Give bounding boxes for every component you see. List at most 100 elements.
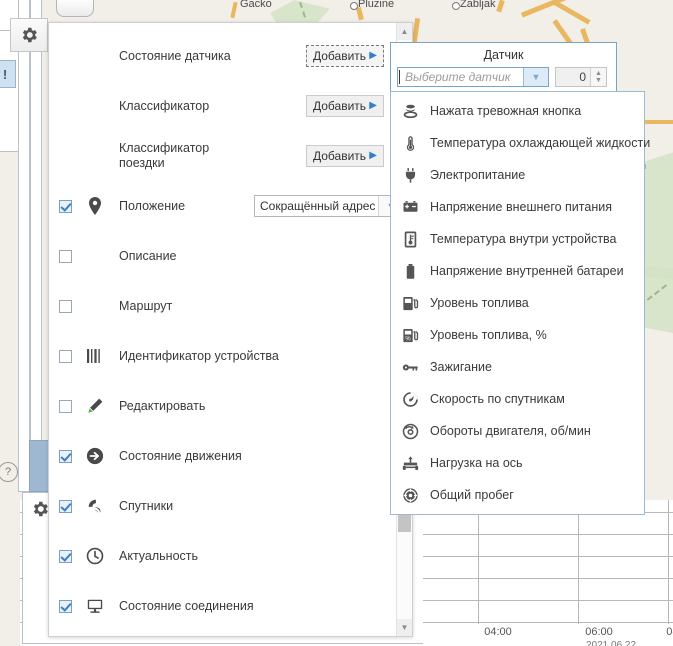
row-checkbox-edit[interactable] xyxy=(59,399,72,413)
sensor-dialog: Датчик Выберите датчик ▼ 0 ▲ ▼ xyxy=(390,42,617,92)
row-label: Редактировать xyxy=(119,398,206,413)
row-label: Спутники xyxy=(119,498,174,513)
row-satellites[interactable]: Спутники xyxy=(49,481,397,531)
gear-icon xyxy=(19,25,39,45)
add-classifier-button[interactable]: Добавить ▶ xyxy=(306,95,384,117)
sensor-option-internal-battery[interactable]: Напряжение внутренней батареи xyxy=(391,255,644,287)
sensor-spinner-value: 0 xyxy=(579,70,586,84)
row-device-id[interactable]: Идентификатор устройства xyxy=(49,331,397,381)
sensor-select-input[interactable]: Выберите датчик ▼ xyxy=(397,67,549,87)
spinner-up-icon[interactable]: ▲ xyxy=(595,70,602,77)
chart-x-tick: 08:00 xyxy=(666,626,673,638)
scroll-up-arrow-icon[interactable]: ▲ xyxy=(397,23,412,40)
map-city-dot xyxy=(452,2,460,10)
row-sensor-state[interactable]: Состояние датчика Добавить ▶ xyxy=(49,31,397,81)
sensor-option-label: Электропитание xyxy=(430,168,526,182)
key-icon xyxy=(399,359,421,376)
map-road xyxy=(553,0,591,25)
sensor-option-label: Уровень топлива xyxy=(430,296,529,310)
spinner-buttons[interactable]: ▲ ▼ xyxy=(590,68,606,86)
odometer-icon xyxy=(399,487,421,504)
map-city-label: Zabljak xyxy=(460,0,496,10)
row-label: Состояние датчика xyxy=(119,48,231,63)
map-settings-gear-button[interactable] xyxy=(10,18,48,52)
chart-x-tick: 06:00 xyxy=(585,626,613,638)
row-actuality[interactable]: Актуальность xyxy=(49,531,397,581)
column-settings-panel: Состояние датчика Добавить ▶ Классификат… xyxy=(48,22,413,637)
sensor-option-engine-rpm[interactable]: Обороты двигателя, об/мин xyxy=(391,415,644,447)
sensor-option-ignition[interactable]: Зажигание xyxy=(391,351,644,383)
sensor-option-device-temp[interactable]: Температура внутри устройства xyxy=(391,223,644,255)
map-road xyxy=(230,1,238,19)
position-format-select[interactable]: Сокращённый адрес ▼ xyxy=(254,195,397,217)
row-commands[interactable]: Команды xyxy=(49,631,397,636)
alert-icon[interactable]: ! xyxy=(0,60,16,88)
row-checkbox-motion-state[interactable] xyxy=(59,449,72,463)
chart-gridline-v xyxy=(478,500,479,624)
row-connection-state[interactable]: Состояние соединения xyxy=(49,581,397,631)
row-route[interactable]: Маршрут xyxy=(49,281,397,331)
row-label: Маршрут xyxy=(119,298,173,313)
gear-icon xyxy=(30,499,50,519)
barcode-icon xyxy=(83,348,107,364)
sensor-option-alarm-button[interactable]: Нажата тревожная кнопка xyxy=(391,95,644,127)
row-label: Идентификатор устройства xyxy=(119,348,279,363)
sensor-option-label: Общий пробег xyxy=(430,488,514,502)
triangle-right-icon: ▶ xyxy=(369,100,377,111)
sensor-option-fuel-level[interactable]: Уровень топлива xyxy=(391,287,644,319)
add-sensor-state-button[interactable]: Добавить ▶ xyxy=(306,45,384,67)
sensor-option-label: Обороты двигателя, об/мин xyxy=(430,424,591,438)
chevron-down-icon[interactable]: ▼ xyxy=(523,68,548,86)
scroll-down-arrow-icon[interactable]: ▼ xyxy=(397,619,412,636)
row-classifier[interactable]: Классификатор Добавить ▶ xyxy=(49,81,397,131)
chart-settings-gear-button[interactable] xyxy=(24,494,56,524)
help-icon[interactable]: ? xyxy=(0,462,18,482)
sensor-option-label: Зажигание xyxy=(430,360,492,374)
spinner-down-icon[interactable]: ▼ xyxy=(595,77,602,84)
row-edit[interactable]: Редактировать xyxy=(49,381,397,431)
sensor-option-power-supply[interactable]: Электропитание xyxy=(391,159,644,191)
add-trip-classifier-button[interactable]: Добавить ▶ xyxy=(306,145,384,167)
fuel-pump-icon xyxy=(399,295,421,312)
pin-icon xyxy=(83,197,107,215)
row-checkbox-device-id[interactable] xyxy=(59,349,72,363)
map-zoom-handle[interactable] xyxy=(56,0,94,17)
sensor-option-fuel-level-percent[interactable]: % Уровень топлива, % xyxy=(391,319,644,351)
map-city-label: Pluzine xyxy=(358,0,395,10)
sensor-dialog-title: Датчик xyxy=(483,48,524,62)
triangle-right-icon: ▶ xyxy=(369,50,377,61)
row-motion-state[interactable]: Состояние движения xyxy=(49,431,397,481)
row-control: Добавить ▶ xyxy=(306,45,384,67)
row-label: Классификатор xyxy=(119,98,210,113)
sensor-option-axle-load[interactable]: Нагрузка на ось xyxy=(391,447,644,479)
row-position[interactable]: Положение Сокращённый адрес ▼ xyxy=(49,181,397,231)
row-checkbox-connection-state[interactable] xyxy=(59,599,72,613)
row-checkbox-route[interactable] xyxy=(59,299,72,313)
row-label: Актуальность xyxy=(119,548,199,563)
row-checkbox-actuality[interactable] xyxy=(59,549,72,563)
pencil-icon xyxy=(83,397,107,415)
sensor-option-odometer[interactable]: Общий пробег xyxy=(391,479,644,511)
row-control: Сокращённый адрес ▼ xyxy=(254,195,397,217)
sensor-options-dropdown[interactable]: Нажата тревожная кнопка Температура охла… xyxy=(390,91,650,515)
alarm-button-icon xyxy=(399,103,421,120)
map-city-label: Gacko xyxy=(240,0,272,10)
sensor-value-spinner[interactable]: 0 ▲ ▼ xyxy=(555,67,607,87)
row-checkbox-description[interactable] xyxy=(59,249,72,263)
triangle-right-icon: ▶ xyxy=(369,150,377,161)
sensor-option-label: Скорость по спутникам xyxy=(430,392,565,406)
clock-icon xyxy=(83,547,107,565)
sensor-option-coolant-temp[interactable]: Температура охлаждающей жидкости xyxy=(391,127,650,159)
sensor-option-label: Нажата тревожная кнопка xyxy=(430,104,582,118)
row-trip-classifier[interactable]: Классификатор поездки Добавить ▶ xyxy=(49,131,397,181)
sensor-option-external-voltage[interactable]: Напряжение внешнего питания xyxy=(391,191,644,223)
row-description[interactable]: Описание xyxy=(49,231,397,281)
row-checkbox-satellites[interactable] xyxy=(59,499,72,513)
row-control: Добавить ▶ xyxy=(306,145,384,167)
row-checkbox-position[interactable] xyxy=(59,199,72,213)
sensor-option-label: Напряжение внешнего питания xyxy=(430,200,612,214)
map-road xyxy=(496,0,505,13)
sensor-option-satellite-speed[interactable]: Скорость по спутникам xyxy=(391,383,644,415)
monitor-icon xyxy=(83,597,107,615)
chart-gridline-v xyxy=(578,500,579,624)
